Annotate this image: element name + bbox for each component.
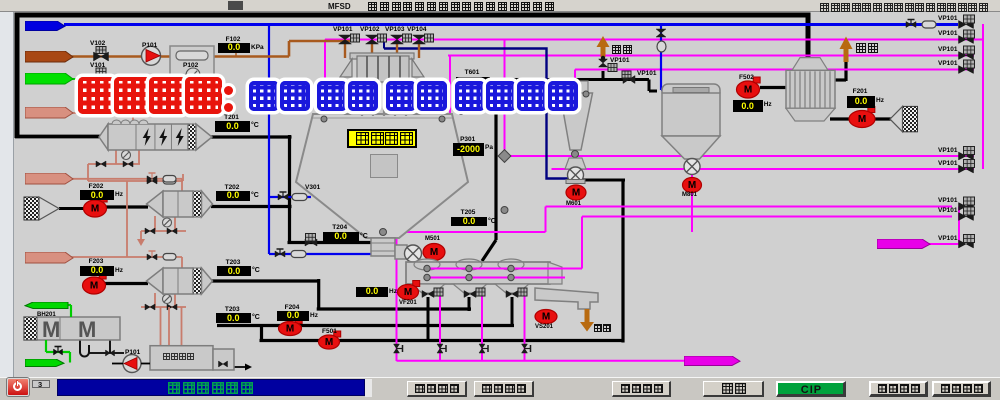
svg-text:M: M bbox=[404, 287, 412, 298]
svg-text:M: M bbox=[42, 317, 60, 342]
svg-text:M: M bbox=[91, 204, 99, 215]
svg-text:M: M bbox=[688, 180, 696, 191]
svg-text:M: M bbox=[90, 281, 98, 292]
svg-text:M: M bbox=[858, 114, 866, 125]
svg-text:M: M bbox=[744, 85, 752, 96]
svg-text:M: M bbox=[286, 324, 294, 335]
svg-text:M: M bbox=[325, 337, 333, 348]
svg-text:M: M bbox=[572, 188, 580, 199]
svg-text:M: M bbox=[542, 312, 550, 323]
svg-text:M: M bbox=[78, 317, 96, 342]
svg-text:M: M bbox=[430, 247, 438, 258]
